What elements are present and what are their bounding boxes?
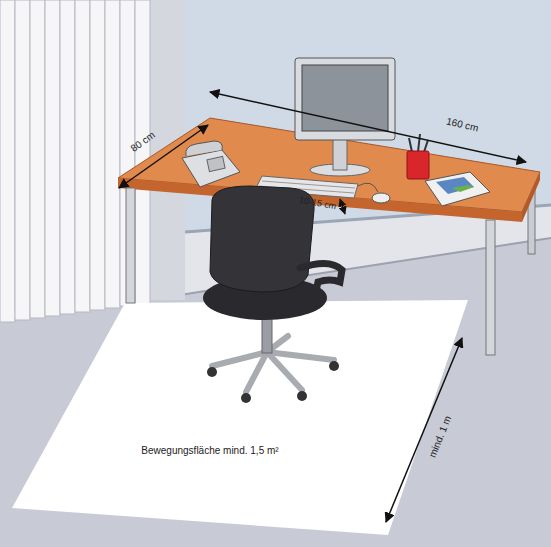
area-outline bbox=[10, 295, 475, 540]
telephone-handset bbox=[186, 141, 223, 156]
monitor-screen bbox=[302, 65, 388, 131]
desk-edge bbox=[118, 178, 522, 222]
skirting-line bbox=[160, 238, 551, 298]
monitor-frame bbox=[295, 58, 395, 140]
telephone-keypad bbox=[207, 156, 225, 171]
pen-cup bbox=[407, 151, 429, 179]
blind-slat bbox=[90, 0, 105, 310]
blind-slat bbox=[105, 0, 120, 308]
vertical-blinds bbox=[0, 0, 150, 322]
mouse-cable bbox=[358, 183, 378, 192]
tray-picture bbox=[452, 185, 474, 192]
movement-area: Bewegungsfläche mind. 1,5 m² bbox=[10, 295, 475, 540]
blind-slat bbox=[30, 0, 45, 318]
keyboard-keys bbox=[259, 181, 355, 193]
keyboard bbox=[255, 176, 358, 198]
blind-slat bbox=[120, 0, 135, 306]
window-frame bbox=[185, 205, 551, 232]
mouse bbox=[372, 193, 390, 203]
dimension-arrow bbox=[119, 125, 208, 188]
tray-picture bbox=[436, 177, 474, 194]
window-glass bbox=[185, 0, 551, 232]
desk-leg bbox=[528, 182, 535, 254]
desk-leg bbox=[215, 128, 221, 243]
monitor-neck bbox=[333, 132, 347, 170]
floor-area bbox=[12, 300, 468, 535]
blind-slat bbox=[0, 0, 15, 322]
paper-tray bbox=[425, 172, 490, 206]
chair-armrest bbox=[300, 263, 342, 300]
blind-slat bbox=[45, 0, 60, 316]
wall-column bbox=[150, 0, 185, 300]
pens bbox=[409, 134, 428, 152]
blind-slat bbox=[15, 0, 30, 320]
blind-slat bbox=[75, 0, 90, 312]
monitor-base bbox=[310, 164, 370, 176]
wall bbox=[0, 0, 551, 322]
telephone bbox=[182, 150, 240, 187]
desk-leg bbox=[126, 188, 135, 303]
blind-slat bbox=[60, 0, 75, 314]
dimension-arrow bbox=[210, 92, 526, 162]
area-label: Bewegungsfläche mind. 1,5 m² bbox=[90, 445, 330, 456]
desk-edge bbox=[522, 172, 540, 222]
dimension-arrow bbox=[340, 199, 345, 214]
desk-leg bbox=[486, 220, 495, 355]
